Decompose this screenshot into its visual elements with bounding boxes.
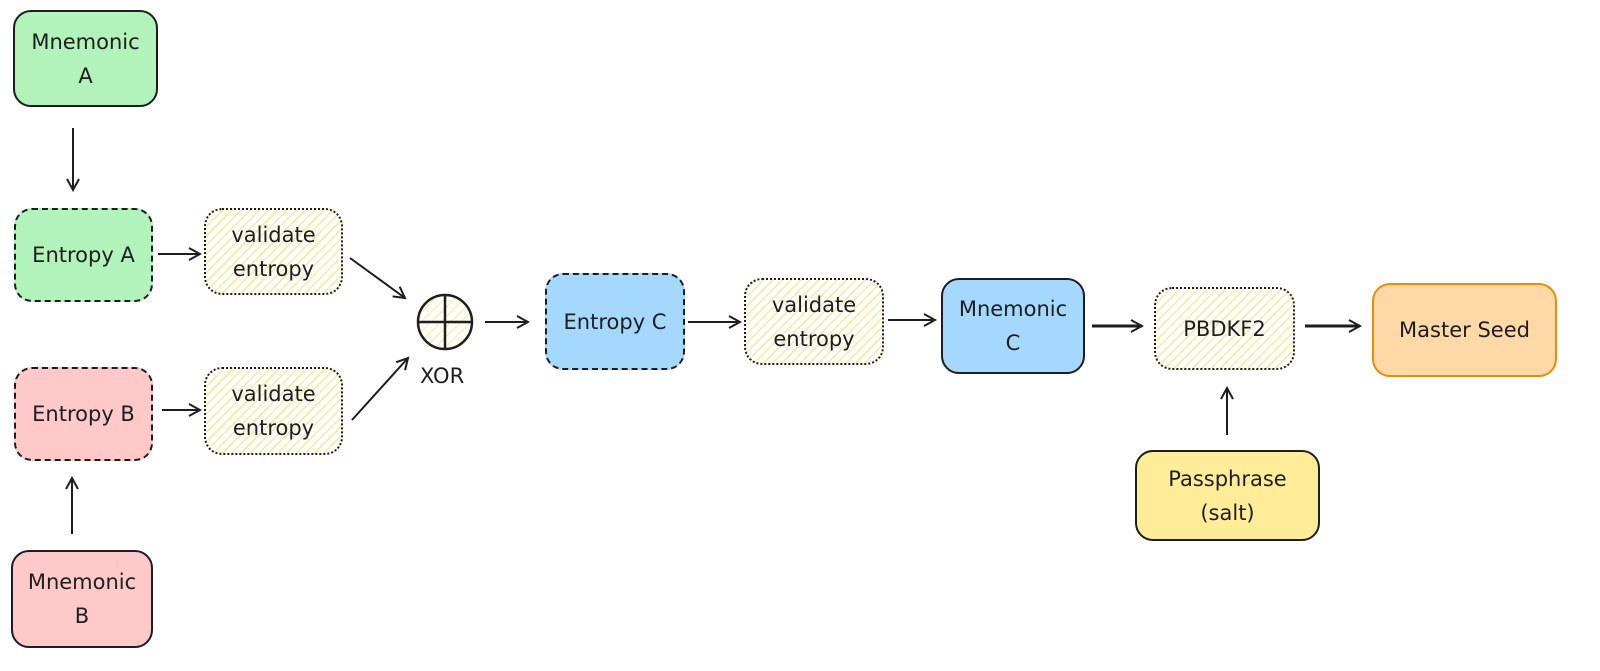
mnemonic-b-box: Mnemonic B (11, 550, 153, 648)
mnemonic-a-box: Mnemonic A (13, 10, 158, 107)
arrow-validate-b-to-xor (351, 358, 408, 421)
validate-entropy-a-box: validate entropy (204, 208, 343, 295)
entropy-c-box: Entropy C (545, 273, 685, 370)
mnemonic-c-box: Mnemonic C (941, 278, 1085, 374)
entropy-a-box: Entropy A (14, 208, 153, 302)
xor-label: XOR (420, 364, 465, 388)
validate-entropy-c-box: validate entropy (744, 278, 884, 365)
xor-icon (416, 293, 474, 351)
arrow-validate-a-to-xor (349, 257, 405, 298)
master-seed-box: Master Seed (1372, 283, 1557, 377)
validate-entropy-b-box: validate entropy (204, 367, 343, 455)
pbdkf2-box: PBDKF2 (1154, 287, 1295, 370)
passphrase-box: Passphrase (salt) (1135, 450, 1320, 541)
entropy-b-box: Entropy B (14, 367, 153, 461)
